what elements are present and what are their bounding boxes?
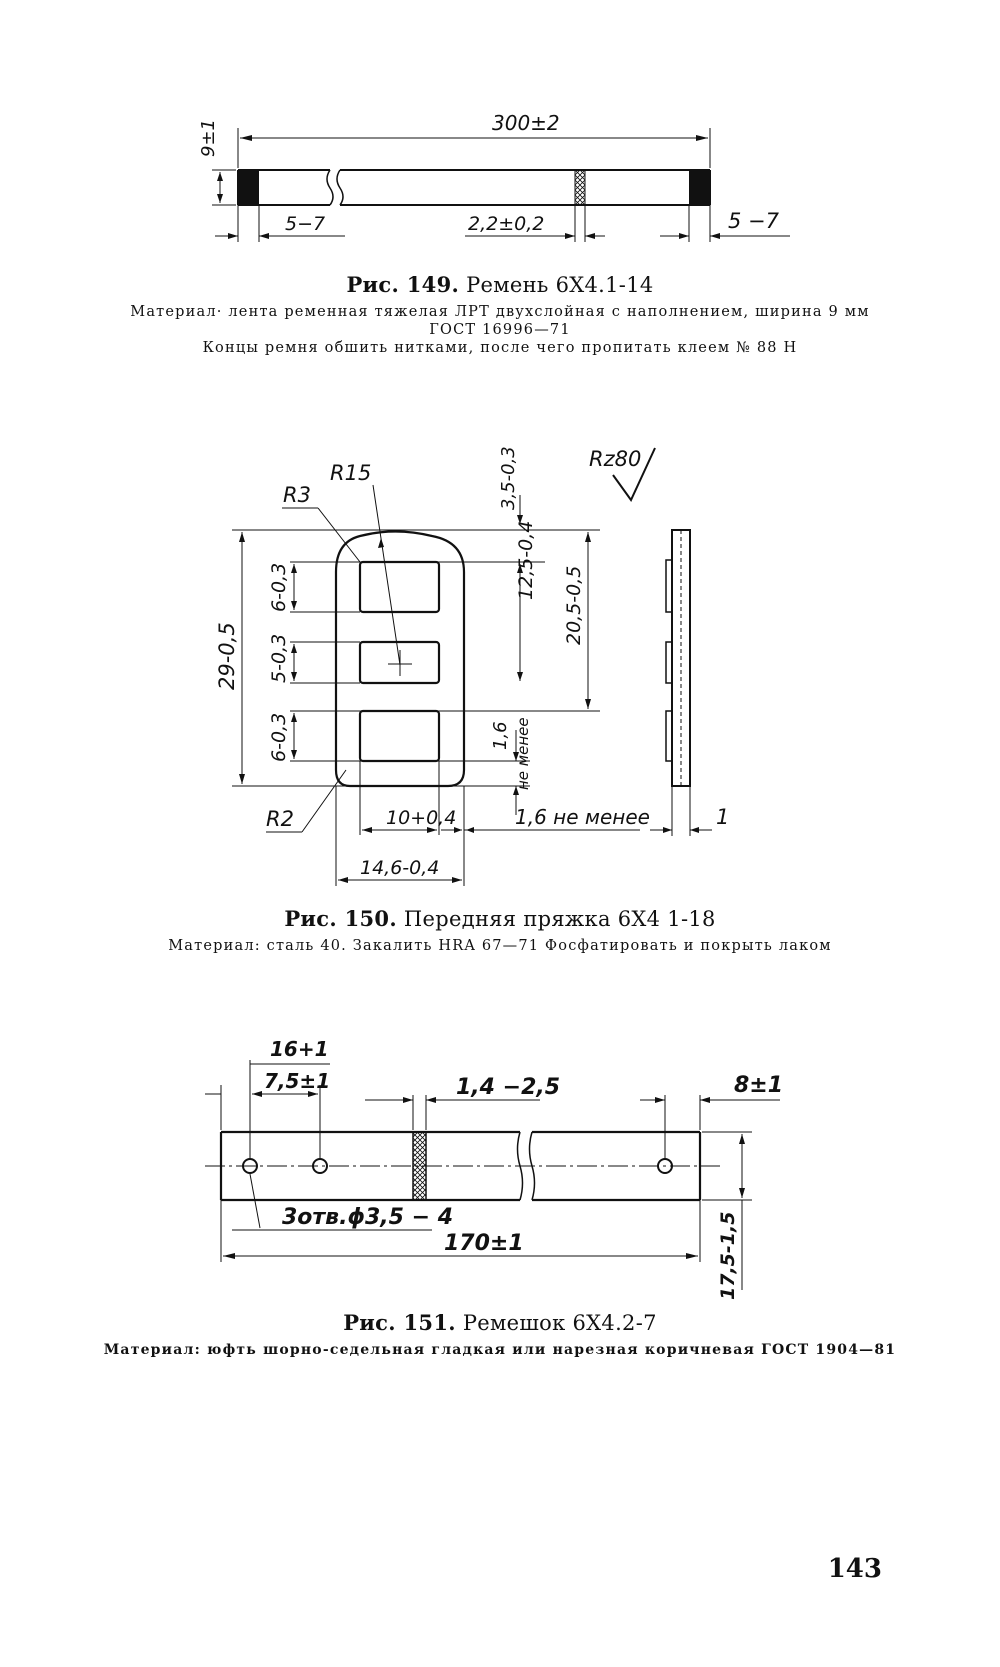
dim-8: 8±1 — [734, 1073, 783, 1098]
dim-width-151: 17,5-1,5 — [717, 1212, 739, 1300]
belt-drawing — [237, 169, 711, 206]
fig149-note: Концы ремня обшить нитками, после чего п… — [202, 340, 798, 356]
dim-width: 14,6-0,4 — [360, 857, 439, 879]
dim-thickness: 1 — [716, 805, 729, 829]
fig149-caption: Рис. 149. Ремень 6Х4.1-14 Материал· лент… — [0, 272, 1000, 357]
dim-window-2: 5-0,3 — [268, 634, 290, 683]
dim-stitch-151: 1,4 −2,5 — [456, 1075, 560, 1100]
dim-stitch: 2,2±0,2 — [468, 213, 544, 235]
dim-side-min: 1,6 не менее — [515, 805, 650, 829]
dim-20-5: 20,5-0,5 — [563, 566, 585, 645]
figure-150: R15 R3 R2 3,5-0,3 Rz80 29-0,5 6-0,3 5-0,… — [0, 420, 1000, 900]
dim-r2: R2 — [266, 807, 294, 831]
dim-length-151: 170±1 — [444, 1231, 524, 1256]
page-number: 143 — [827, 1554, 882, 1584]
strap-drawing — [205, 1130, 720, 1202]
figure-149: 300±2 9±1 5−7 2,2±0,2 5 −7 — [0, 0, 1000, 260]
fig151-material: Материал: юфть шорно-седельная гладкая и… — [103, 1342, 897, 1358]
dim-12-5: 12,5-0,4 — [515, 521, 537, 600]
dim-16: 16+1 — [270, 1037, 329, 1061]
figure-151: 16+1 7,5±1 1,4 −2,5 8±1 3отв.ϕ3,5 − 4 17… — [0, 1020, 1000, 1310]
dim-window-3: 6-0,3 — [268, 713, 290, 762]
dim-7-5: 7,5±1 — [264, 1069, 330, 1093]
fig150-material: Материал: сталь 40. Закалить HRA 67—71 Ф… — [168, 938, 832, 954]
buckle-side-view — [665, 529, 691, 787]
dim-r15: R15 — [330, 461, 371, 485]
fig150-title: Рис. 150. Передняя пряжка 6Х4 1-18 — [284, 906, 716, 931]
dim-length: 300±2 — [492, 111, 560, 135]
fig150-caption: Рис. 150. Передняя пряжка 6Х4 1-18 Матер… — [0, 906, 1000, 955]
dim-window-width: 10+0,4 — [386, 807, 456, 829]
dim-bottom-min-text: не менее — [514, 717, 532, 790]
dim-top-thickness: 3,5-0,3 — [498, 446, 519, 510]
fig151-title: Рис. 151. Ремешок 6Х4.2-7 — [343, 1310, 657, 1335]
dim-left-end: 5−7 — [285, 213, 325, 235]
buckle-drawing — [334, 530, 466, 788]
dim-window-1: 6-0,3 — [268, 563, 290, 612]
dim-bottom-min: 1,6 — [490, 721, 511, 750]
fig149-material: Материал· лента ременная тяжелая ЛРТ дву… — [130, 304, 870, 320]
dim-right-end: 5 −7 — [728, 209, 780, 233]
dim-height: 9±1 — [198, 119, 219, 157]
dim-r3: R3 — [283, 483, 311, 507]
dim-total-height: 29-0,5 — [215, 622, 239, 690]
fig151-caption: Рис. 151. Ремешок 6Х4.2-7 Материал: юфть… — [0, 1310, 1000, 1359]
fig149-gost: ГОСТ 16996—71 — [429, 322, 571, 338]
roughness-symbol: Rz80 — [589, 447, 641, 471]
dim-holes: 3отв.ϕ3,5 − 4 — [282, 1205, 453, 1230]
fig149-title: Рис. 149. Ремень 6Х4.1-14 — [346, 272, 654, 297]
